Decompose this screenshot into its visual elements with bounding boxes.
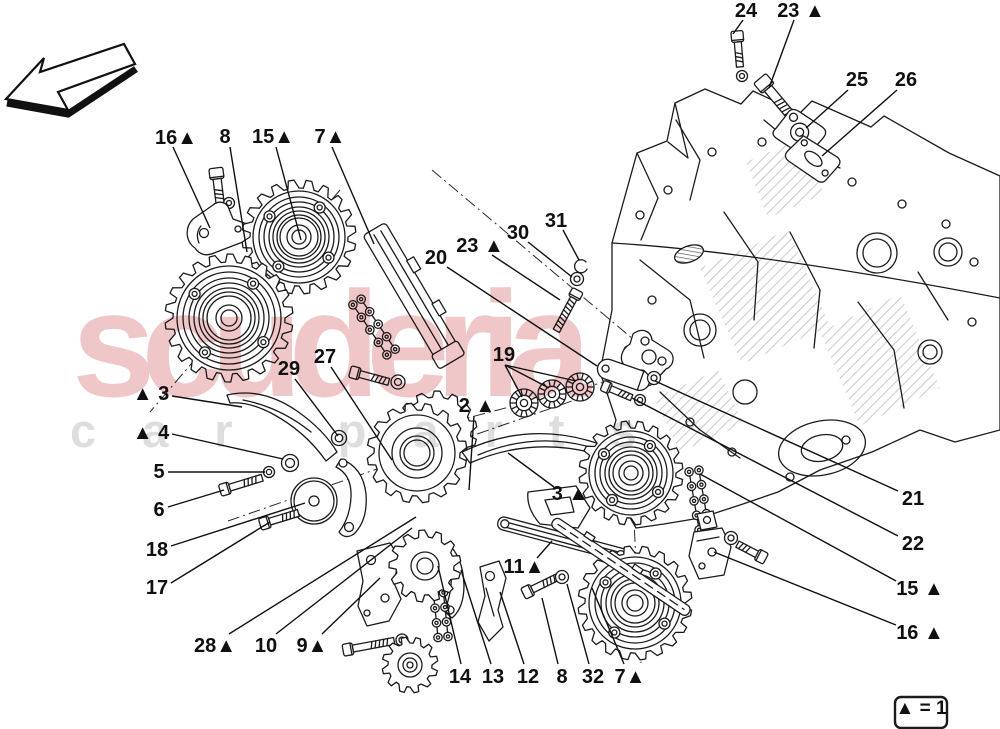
- leader-line-30: [527, 241, 573, 278]
- watermark-brand-text: scuderia: [72, 260, 593, 428]
- callout-15▲: 15▲: [252, 126, 294, 148]
- callout-29: 29: [278, 358, 300, 380]
- leader-line-18: [170, 502, 306, 547]
- callout-6: 6: [153, 499, 164, 521]
- leader-line-9▲: [321, 577, 381, 635]
- leader-line-15 ▲: [699, 473, 897, 582]
- watermark-subtitle-text: car parts: [70, 404, 683, 457]
- leader-line-16 ▲: [713, 551, 897, 626]
- callout-23 ▲: 23 ▲: [456, 235, 504, 257]
- leader-line-27: [330, 366, 393, 461]
- leader-line-19: [504, 364, 550, 389]
- callout-7▲: 7▲: [315, 126, 346, 148]
- leader-line-32: [566, 583, 590, 665]
- callout-8: 8: [556, 666, 567, 688]
- legend-text: ▲ = 1: [895, 698, 946, 719]
- leader-line-10: [275, 527, 413, 635]
- callout-9▲: 9▲: [297, 635, 328, 657]
- callout-26: 26: [895, 69, 917, 91]
- leader-line-15▲: [275, 146, 302, 241]
- callout-▲ 3: ▲ 3: [133, 383, 169, 405]
- leader-line-2 ▲: [468, 415, 475, 491]
- callout-8: 8: [219, 126, 230, 148]
- callout-▲ 4: ▲ 4: [133, 422, 170, 444]
- leader-line-19: [504, 364, 523, 398]
- callout-21: 21: [902, 488, 924, 510]
- legend-frame: [893, 695, 949, 729]
- callout-17: 17: [146, 577, 168, 599]
- callout-10: 10: [255, 635, 277, 657]
- watermark: scuderia car parts: [70, 260, 683, 457]
- leader-line-17: [170, 521, 271, 584]
- callout-7▲: 7▲: [615, 666, 646, 688]
- leader-line-14: [437, 565, 462, 665]
- callout-27: 27: [314, 346, 336, 368]
- leader-line-13: [460, 569, 492, 665]
- leader-line-16▲: [172, 146, 211, 229]
- callout-12: 12: [517, 666, 539, 688]
- leader-line-8: [541, 597, 559, 665]
- leader-line-7▲: [331, 146, 375, 245]
- leader-line-23 ▲: [491, 254, 561, 301]
- leader-line-▲ 4: [171, 433, 284, 460]
- callout-13: 13: [482, 666, 504, 688]
- callout-25: 25: [846, 69, 868, 91]
- callout-23 ▲: 23 ▲: [777, 0, 825, 22]
- callout-15 ▲: 15 ▲: [896, 578, 944, 600]
- leader-line-20: [446, 266, 598, 367]
- leader-line-31: [562, 229, 580, 261]
- leader-line-12: [499, 591, 525, 665]
- callout-30: 30: [507, 222, 529, 244]
- leader-line-7▲: [591, 587, 625, 665]
- callout-24: 24: [735, 0, 758, 22]
- front-direction-arrow-icon: [3, 42, 138, 118]
- leader-line-26: [821, 89, 898, 157]
- leader-line-24: [732, 19, 744, 35]
- callout-28▲: 28▲: [194, 635, 236, 657]
- callout-3 ▲: 3 ▲: [552, 483, 588, 505]
- callout-18: 18: [146, 539, 168, 561]
- leader-line-22: [631, 397, 899, 537]
- leader-line-29: [294, 378, 339, 437]
- callout-5: 5: [153, 461, 164, 483]
- leader-line-3 ▲: [507, 452, 555, 488]
- leader-line-11▲: [536, 540, 553, 559]
- callout-14: 14: [449, 666, 472, 688]
- leader-line-6: [167, 489, 225, 508]
- callout-16 ▲: 16 ▲: [896, 622, 944, 644]
- callout-19: 19: [493, 344, 515, 366]
- engine-block-illustration: [599, 88, 1000, 529]
- leader-line-23 ▲: [768, 19, 795, 89]
- callout-31: 31: [545, 210, 567, 232]
- leader-line-25: [805, 89, 849, 129]
- callout-20: 20: [425, 247, 447, 269]
- leader-line-28▲: [228, 516, 417, 635]
- callout-11▲: 11▲: [504, 556, 545, 578]
- leader-line-19: [504, 364, 577, 382]
- leader-line-21: [654, 380, 899, 492]
- leader-line-▲ 3: [171, 395, 243, 408]
- callout-leader-lines: [167, 19, 899, 665]
- callout-16▲: 16▲: [155, 127, 197, 149]
- callout-22: 22: [902, 533, 924, 555]
- exploded-components: [164, 30, 841, 694]
- callout-2 ▲: 2 ▲: [459, 395, 495, 417]
- legend-box: ▲ = 1: [893, 695, 949, 729]
- leader-line-8: [229, 146, 248, 253]
- callout-32: 32: [582, 666, 604, 688]
